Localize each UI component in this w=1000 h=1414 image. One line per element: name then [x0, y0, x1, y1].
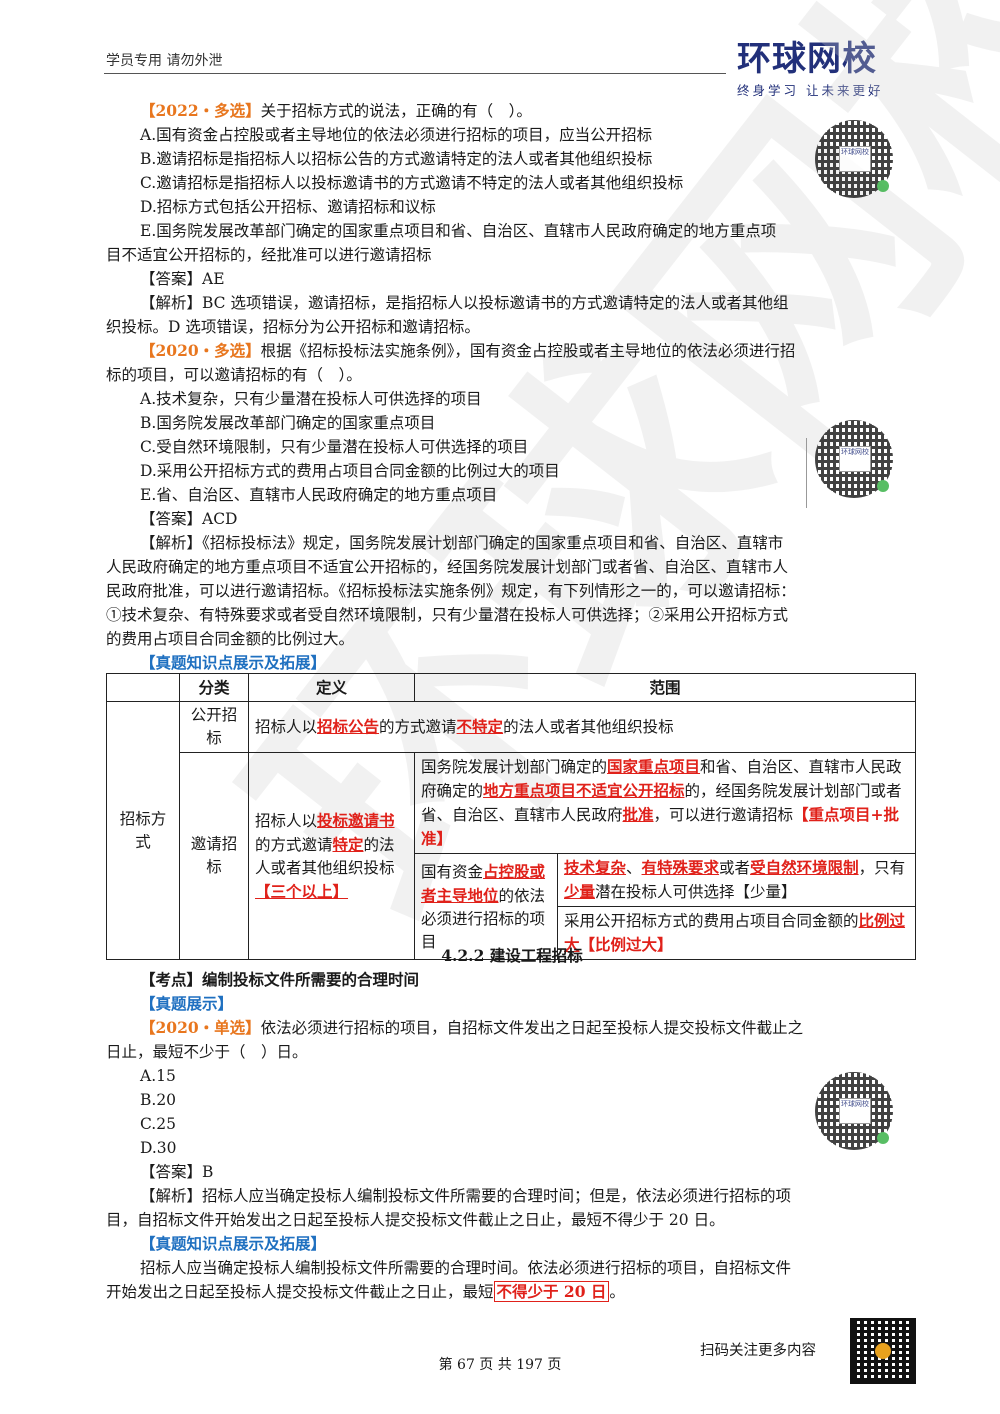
- q2-analysis-cont: 民政府批准，可以进行邀请招标。《招标投标法实施条例》规定，有下列情形之一的，可以…: [106, 582, 796, 600]
- expand2-text: 招标人应当确定投标人编制投标文件所需要的合理时间。依法必须进行招标的项目，自招标…: [140, 1259, 792, 1277]
- qr-code: 环球网校: [815, 420, 893, 498]
- q1-option-a: A.国有资金占控股或者主导地位的依法必须进行招标的项目，应当公开招标: [140, 126, 653, 144]
- margin-rule: [806, 438, 807, 508]
- qr-code: 环球网校: [815, 1072, 893, 1150]
- q1-option-e: E.国务院发展改革部门确定的国家重点项目和省、自治区、直辖市人民政府确定的地方重…: [140, 222, 777, 240]
- q3-analysis: 【解析】招标人应当确定投标人编制投标文件所需要的合理时间；但是，依法必须进行招标…: [140, 1187, 792, 1205]
- q1-answer: 【答案】AE: [140, 270, 225, 288]
- section-expand-heading-2: 【真题知识点展示及拓展】: [140, 1234, 327, 1253]
- q3-answer: 【答案】B: [140, 1163, 214, 1181]
- scope-state-owned: 国有资金占控股或者主导地位的依法必须进行招标的项目: [414, 853, 558, 960]
- wechat-icon: [877, 180, 889, 192]
- logo-text: 环球网校: [737, 39, 877, 79]
- section-expand-heading: 【真题知识点展示及拓展】: [140, 653, 327, 672]
- q2-stem-cont: 标的项目，可以邀请招标的有（ ）。: [106, 366, 362, 384]
- q1-analysis: 【解析】BC 选项错误，邀请招标，是指招标人以投标邀请书的方式邀请特定的法人或者…: [140, 294, 789, 312]
- q2-option-a: A.技术复杂，只有少量潜在投标人可供选择的项目: [140, 390, 482, 408]
- definition-invite: 招标人以投标邀请书的方式邀请特定的法人或者其他组织投标【三个以上】: [248, 752, 415, 960]
- brand-logo: 环球网校 终身学习 让未来更好: [737, 40, 917, 99]
- wechat-icon: [877, 480, 889, 492]
- q3-stem: 【2020・单选】依法必须进行招标的项目，自招标文件发出之日起至投标人提交投标文…: [140, 1018, 804, 1037]
- q2-analysis-cont: 的费用占项目合同金额的比例过大。: [106, 630, 355, 648]
- q1-option-e-cont: 目不适宜公开招标的，经批准可以进行邀请招标: [106, 246, 432, 264]
- q3-tag: 【2020・单选】: [140, 1018, 261, 1037]
- q3-analysis-cont: 目，自招标文件开始发出之日起至投标人提交投标文件截止之日止，最短不得少于 20 …: [106, 1211, 725, 1229]
- q3-option-c: C.25: [140, 1115, 176, 1133]
- q1-option-d: D.招标方式包括公开招标、邀请招标和议标: [140, 198, 436, 216]
- table-header: 定义: [248, 673, 415, 702]
- table-header: 范围: [414, 673, 916, 702]
- row-label: 招标方式: [106, 701, 180, 960]
- q2-option-e: E.省、自治区、直辖市人民政府确定的地方重点项目: [140, 486, 498, 504]
- q2-option-b: B.国务院发展改革部门确定的国家重点项目: [140, 414, 436, 432]
- q2-tag: 【2020・多选】: [140, 341, 261, 360]
- q2-option-c: C.受自然环境限制，只有少量潜在投标人可供选择的项目: [140, 438, 529, 456]
- q2-answer: 【答案】ACD: [140, 510, 238, 528]
- table-header: 分类: [179, 673, 249, 702]
- q1-tag: 【2022・多选】: [140, 101, 261, 120]
- table-header: [106, 673, 180, 702]
- q3-option-d: D.30: [140, 1139, 177, 1157]
- q1-option-c: C.邀请招标是指招标人以投标邀请书的方式邀请不特定的法人或者其他组织投标: [140, 174, 684, 192]
- zhenti-heading: 【真题展示】: [140, 994, 234, 1013]
- scope-cost-ratio: 采用公开招标方式的费用占项目合同金额的比例过大【比例过大】: [557, 906, 916, 960]
- page-number: 第 67 页 共 197 页: [438, 1357, 562, 1373]
- qr-code: 环球网校: [815, 120, 893, 198]
- q2-analysis-cont: 人民政府确定的地方重点项目不适宜公开招标的，经国务院发展计划部门或者省、自治区、…: [106, 558, 789, 576]
- knowledge-table: 分类 定义 范围 招标方式 公开招标 招标人以招标公告的方式邀请不特定的法人或者…: [106, 673, 916, 960]
- qr-label: 环球网校: [839, 446, 871, 472]
- table-header-row: 分类 定义 范围: [106, 673, 916, 702]
- q2-analysis-cont: ①技术复杂、有特殊要求或者受自然环境限制，只有少量潜在投标人可供选择；②采用公开…: [106, 606, 789, 624]
- definition-open: 招标人以招标公告的方式邀请不特定的法人或者其他组织投标: [248, 701, 916, 753]
- q1-analysis-cont: 织投标。D 选项错误，招标分为公开招标和邀请招标。: [106, 318, 480, 336]
- category-open: 公开招标: [179, 701, 249, 753]
- q3-option-a: A.15: [140, 1067, 176, 1085]
- highlight-box: 不得少于 20 日: [493, 1281, 610, 1302]
- q3-stem-cont: 日止，最短不少于（ ）日。: [106, 1043, 308, 1061]
- logo-slogan: 终身学习 让未来更好: [737, 83, 884, 98]
- scope-few-bidders: 技术复杂、有特殊要求或者受自然环境限制，只有少量潜在投标人可供选择【少量】: [557, 853, 916, 907]
- section-title: 4.2.2 建设工程招标: [441, 946, 583, 965]
- q3-option-b: B.20: [140, 1091, 177, 1109]
- qr-label: 环球网校: [839, 146, 871, 172]
- q1-option-b: B.邀请招标是指招标人以招标公告的方式邀请特定的法人或者其他组织投标: [140, 150, 653, 168]
- q2-option-d: D.采用公开招标方式的费用占项目合同金额的比例过大的项目: [140, 462, 560, 480]
- q1-stem: 【2022・多选】关于招标方式的说法，正确的有（ ）。: [140, 101, 532, 120]
- footer-qr-code: [850, 1318, 916, 1384]
- kaodian-heading: 【考点】编制投标文件所需要的合理时间: [140, 970, 420, 989]
- qr-label: 环球网校: [839, 1098, 871, 1124]
- expand2-text-cont: 开始发出之日起至投标人提交投标文件截止之日止，最短不得少于 20 日。: [106, 1281, 625, 1302]
- header-notice: 学员专用 请勿外泄: [106, 53, 223, 69]
- scope-key-projects: 国务院发展计划部门确定的国家重点项目和省、自治区、直辖市人民政府确定的地方重点项…: [414, 752, 916, 854]
- header-divider: [104, 73, 726, 74]
- category-invite: 邀请招标: [179, 752, 249, 960]
- table-row: 国有资金占控股或者主导地位的依法必须进行招标的项目 技术复杂、有特殊要求或者受自…: [107, 853, 916, 960]
- table-row: 招标方式 公开招标 招标人以招标公告的方式邀请不特定的法人或者其他组织投标: [106, 701, 916, 960]
- footer-scan-text: 扫码关注更多内容: [700, 1343, 816, 1359]
- table-row: 邀请招标 招标人以投标邀请书的方式邀请特定的法人或者其他组织投标【三个以上】 国…: [107, 752, 916, 960]
- q2-analysis: 【解析】《招标投标法》规定，国务院发展计划部门确定的国家重点项目和省、自治区、直…: [140, 534, 784, 552]
- wechat-icon: [877, 1132, 889, 1144]
- q2-stem: 【2020・多选】根据《招标投标法实施条例》，国有资金占控股或者主导地位的依法必…: [140, 341, 796, 360]
- table-row: 采用公开招标方式的费用占项目合同金额的比例过大【比例过大】: [107, 906, 916, 960]
